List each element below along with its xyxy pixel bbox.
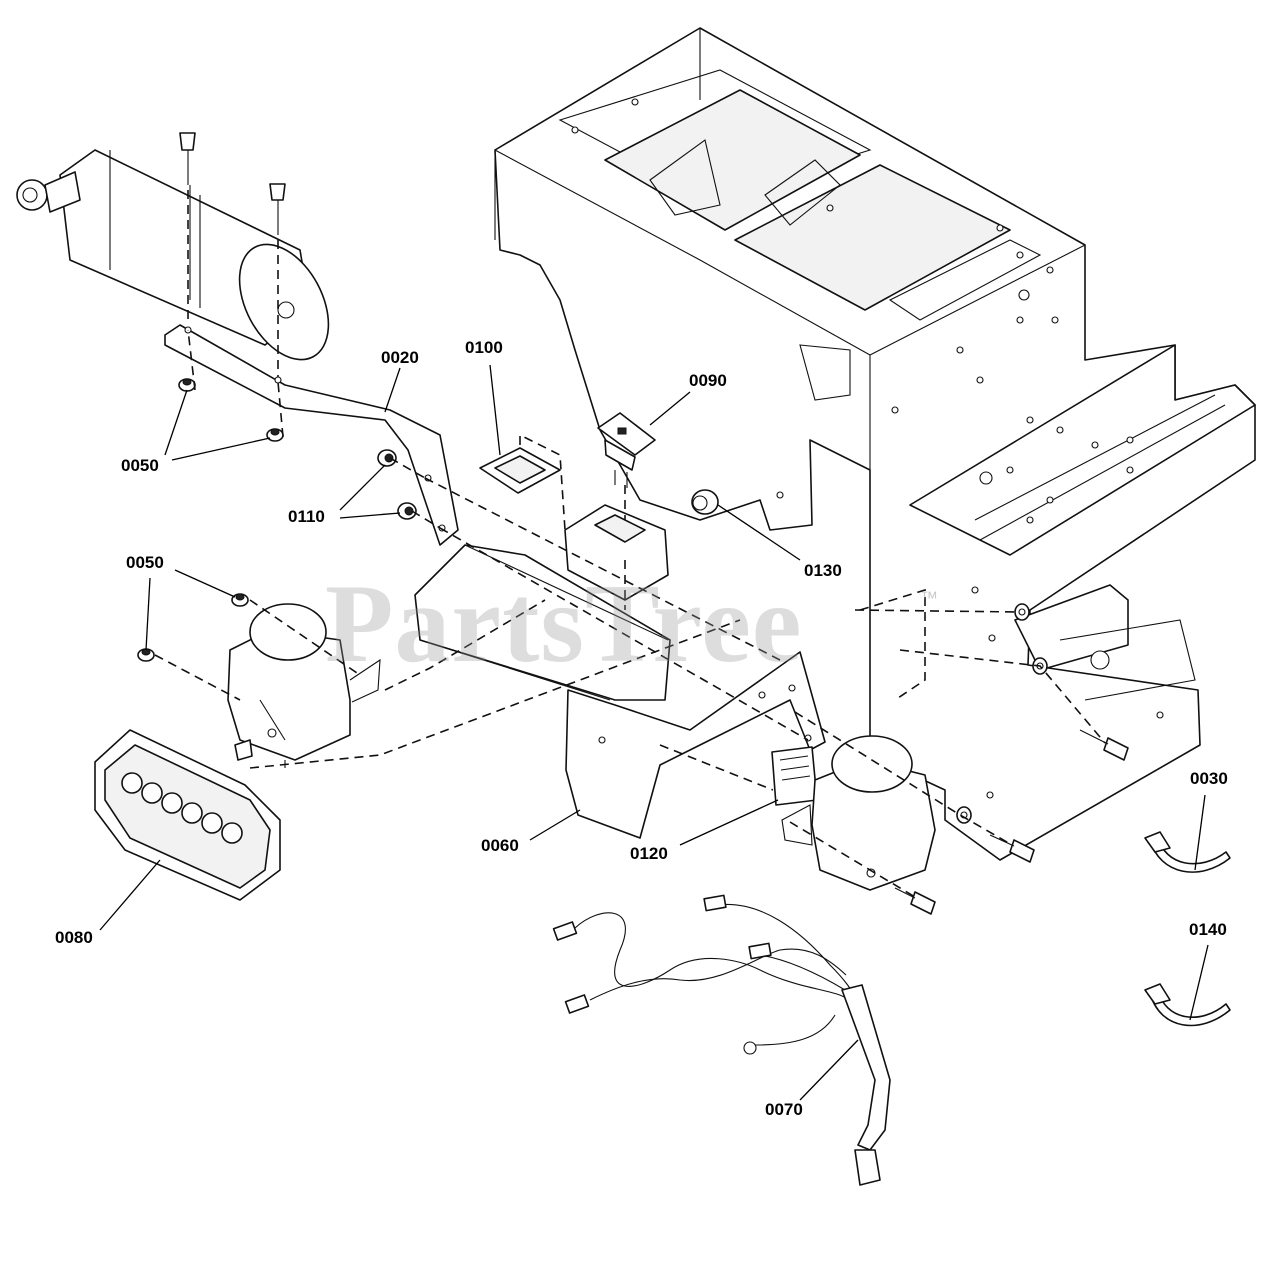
trademark-symbol: ™	[920, 588, 938, 608]
bolt	[989, 834, 1035, 863]
cable-tie	[1144, 831, 1231, 873]
work-light-left	[227, 603, 381, 768]
callout-0130[interactable]: 0130	[804, 561, 842, 580]
led-lenses	[121, 772, 243, 844]
callout-0090[interactable]: 0090	[689, 371, 727, 390]
cable-tie	[1144, 983, 1231, 1027]
bolt	[269, 183, 286, 235]
assembly-lines	[154, 329, 1106, 898]
lock-nut	[231, 593, 249, 607]
wiring-harness	[552, 894, 891, 1186]
callout-0100[interactable]: 0100	[465, 338, 503, 357]
bushing	[397, 502, 417, 520]
lock-nut	[137, 648, 155, 662]
bolt	[179, 132, 196, 185]
switch-bezel	[479, 447, 561, 494]
bushing	[377, 449, 397, 467]
tractor-frame	[494, 27, 1256, 861]
watermark: PartsTree	[325, 562, 803, 686]
grommet	[691, 489, 719, 515]
callout-0060[interactable]: 0060	[481, 836, 519, 855]
rocker-switch	[597, 412, 656, 488]
lock-nut	[178, 378, 196, 392]
switch-housing	[564, 504, 669, 601]
callout-0050-lower[interactable]: 0050	[126, 553, 164, 572]
lock-nut	[266, 428, 284, 442]
bolt	[1079, 729, 1129, 761]
decal-label	[771, 746, 818, 806]
light-bracket	[414, 544, 826, 839]
callout-0110[interactable]: 0110	[288, 507, 325, 526]
callout-0120[interactable]: 0120	[630, 844, 668, 863]
callout-0080[interactable]: 0080	[55, 928, 93, 947]
washer	[1014, 603, 1030, 621]
callout-0020[interactable]: 0020	[381, 348, 419, 367]
callout-0140[interactable]: 0140	[1189, 920, 1227, 939]
frame-holes	[571, 98, 1164, 799]
leader-lines	[99, 364, 1209, 1101]
work-light-right	[781, 735, 936, 891]
cylinder-actuator	[16, 149, 330, 361]
callout-0050-upper[interactable]: 0050	[121, 456, 159, 475]
led-light-bar	[94, 729, 281, 901]
washer	[956, 806, 972, 824]
callout-0030[interactable]: 0030	[1190, 769, 1228, 788]
bolt	[894, 887, 936, 915]
callout-0070[interactable]: 0070	[765, 1100, 803, 1119]
